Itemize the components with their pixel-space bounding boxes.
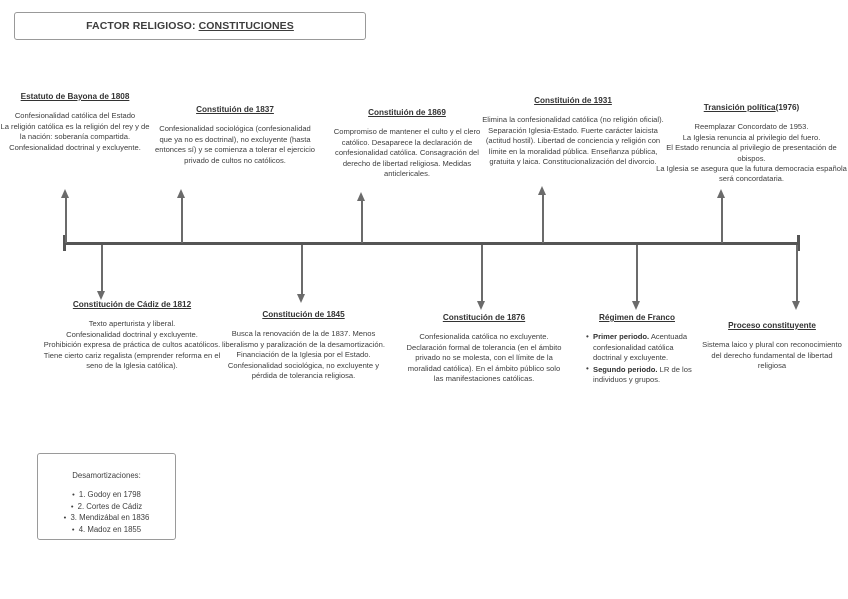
list-item: 1. Godoy en 1798: [38, 489, 175, 501]
desamortizaciones-title: Desamortizaciones:: [72, 471, 141, 480]
lower-block-5-heading: Proceso constituyente: [728, 321, 816, 330]
upper-block-2-heading: Constituión de 1837: [196, 105, 274, 114]
upper-block-3-body: Compromiso de mantener el culto y el cle…: [333, 127, 481, 179]
lower-block-2-body: Busca la renovación de la de 1837. Menos…: [222, 329, 385, 381]
upper-block-4-heading: Constituión de 1931: [534, 96, 612, 105]
lower-block-proceso-constituyente: Proceso constituyente Sistema laico y pl…: [697, 321, 847, 372]
lower-block-constitucion-1876: Constitución de 1876 Confesionalida cató…: [404, 313, 564, 384]
connector-down-2-arrowhead-icon: [297, 294, 305, 303]
connector-up-1: [65, 196, 67, 243]
upper-block-constitucion-1837: Constituión de 1837 Confesionalidad soci…: [155, 105, 315, 166]
desamortizaciones-list: 1. Godoy en 1798 2. Cortes de Cádiz 3. M…: [38, 489, 175, 535]
title-box: FACTOR RELIGIOSO: CONSTITUCIONES: [14, 12, 366, 40]
lower-block-constitucion-1845: Constitución de 1845 Busca la renovación…: [216, 310, 391, 381]
connector-up-3: [361, 199, 363, 243]
upper-block-constitucion-1869: Constituión de 1869 Compromiso de manten…: [322, 108, 492, 179]
upper-block-5-heading: Transición política (1976): [703, 103, 800, 112]
connector-up-1-arrowhead-icon: [61, 189, 69, 198]
upper-block-transicion-politica-1976: Transición política (1976) Reemplazar Co…: [655, 103, 848, 185]
connector-down-5: [796, 245, 798, 302]
title-prefix: FACTOR RELIGIOSO:: [86, 20, 199, 32]
page-title: FACTOR RELIGIOSO: CONSTITUCIONES: [86, 20, 294, 32]
connector-down-2: [301, 245, 303, 295]
lower-block-5-body: Sistema laico y plural con reconocimient…: [702, 340, 842, 371]
lower-block-1-body: Texto aperturista y liberal.Confesionali…: [43, 319, 221, 371]
lower-block-3-heading: Constitución de 1876: [442, 313, 526, 322]
lower-block-2-heading: Constitución de 1845: [262, 310, 345, 319]
upper-block-5-body: Reemplazar Concordato de 1953.La Iglesia…: [656, 122, 847, 184]
franco-item-2-lead: Segundo periodo.: [593, 364, 658, 374]
upper-block-estatuto-bayona-1808: Estatuto de Bayona de 1808 Confesionalid…: [0, 92, 150, 153]
franco-item-2-rest: LR de los individuos y grupos.: [593, 364, 692, 385]
list-item: 2. Cortes de Cádiz: [38, 501, 175, 513]
lower-block-3-body: Confesionalida católica no excluyente. D…: [406, 332, 562, 384]
connector-up-2-arrowhead-icon: [177, 189, 185, 198]
connector-down-3-arrowhead-icon: [477, 301, 485, 310]
franco-item-1-rest: Acentuada confesionalidad católica doctr…: [593, 332, 688, 363]
upper-block-3-heading: Constituión de 1869: [368, 108, 446, 117]
list-item: Primer periodo. Acentuada confesionalida…: [586, 332, 702, 363]
list-item: 3. Mendizábal en 1836: [38, 512, 175, 524]
lower-block-1-heading: Constitución de Cádiz de 1812: [72, 300, 192, 309]
connector-up-5: [721, 196, 723, 243]
list-item: 4. Madoz en 1855: [38, 524, 175, 536]
upper-block-2-body: Confesionalidad sociológica (confesional…: [155, 124, 315, 165]
upper-block-4-body: Elimina la confesionalidad católica (no …: [482, 115, 664, 167]
connector-down-1: [101, 245, 103, 292]
desamortizaciones-box: Desamortizaciones: 1. Godoy en 1798 2. C…: [37, 453, 176, 540]
franco-periods-list: Primer periodo. Acentuada confesionalida…: [572, 332, 702, 385]
connector-down-1-arrowhead-icon: [97, 291, 105, 300]
connector-down-4-arrowhead-icon: [632, 301, 640, 310]
connector-up-3-arrowhead-icon: [357, 192, 365, 201]
lower-block-4-heading: Régimen de Franco: [599, 313, 675, 322]
timeline-axis: [63, 242, 800, 245]
connector-up-4-arrowhead-icon: [538, 186, 546, 195]
timeline-axis-end-cap: [797, 235, 800, 251]
title-underlined: CONSTITUCIONES: [198, 20, 294, 32]
list-item: Segundo periodo. LR de los individuos y …: [586, 364, 702, 386]
connector-down-3: [481, 245, 483, 302]
connector-up-2: [181, 196, 183, 243]
lower-block-regimen-de-franco: Régimen de Franco Primer periodo. Acentu…: [572, 313, 702, 386]
connector-up-4: [542, 193, 544, 243]
franco-item-1-lead: Primer periodo.: [593, 332, 650, 342]
lower-block-constitucion-cadiz-1812: Constitución de Cádiz de 1812 Texto aper…: [37, 300, 227, 371]
connector-down-5-arrowhead-icon: [792, 301, 800, 310]
upper-block-constitucion-1931: Constituión de 1931 Elimina la confesion…: [478, 96, 668, 167]
connector-down-4: [636, 245, 638, 302]
upper-block-1-heading: Estatuto de Bayona de 1808: [20, 92, 130, 101]
timeline-axis-start-cap: [63, 235, 66, 251]
connector-up-5-arrowhead-icon: [717, 189, 725, 198]
